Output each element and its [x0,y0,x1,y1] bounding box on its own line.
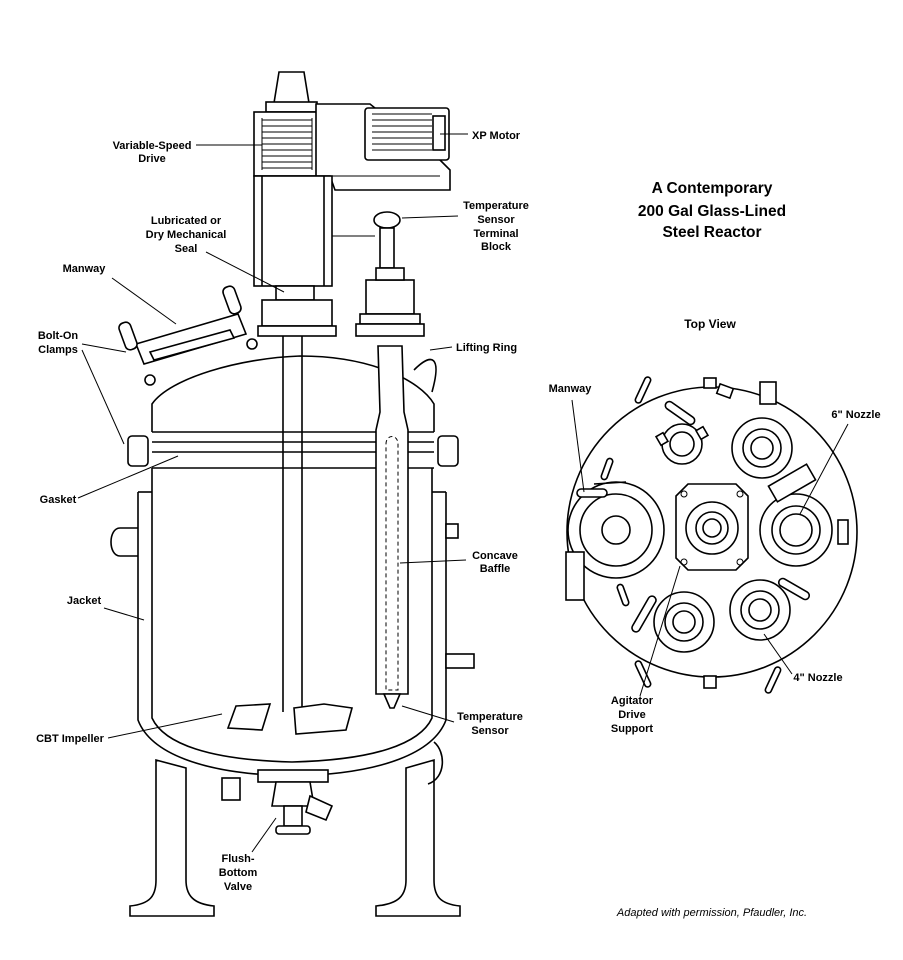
title-line-1: A Contemporary [652,180,773,197]
top-view-nozzle-upper-right [731,417,793,479]
xp-motor-fins [372,113,432,151]
top-view-slot-right [767,463,817,503]
label-baffle-1: Concave [472,550,518,562]
top-view-heading: Top View [684,317,736,331]
top-view-manway-center [601,515,631,545]
clamp-right [437,435,459,467]
side-view-labels: Variable-Speed Drive XP Motor Lubricated… [36,130,529,893]
valve-handwheel [275,825,311,835]
drive-fins [261,118,313,170]
mechanical-seal [275,285,315,301]
clamp-left [127,435,149,467]
label-seal-3: Seal [175,243,198,255]
label-variable-speed-drive-2: Drive [138,153,166,165]
top-view-lug-top [703,377,717,389]
bottom-nozzle-left [221,777,241,801]
label-manway-top: Manway [549,383,593,395]
label-baffle-2: Baffle [480,563,511,575]
label-xp-motor: XP Motor [472,130,521,142]
terminal-block-stem [379,227,395,269]
lantern-housing [253,175,333,287]
label-clamps-2: Clamps [38,344,78,356]
label-flush-bottom-valve-1: Flush- [222,853,255,865]
terminal-block-head [373,211,401,229]
top-view-lug-upper-right [759,381,777,405]
label-terminal-block-4: Block [481,241,512,253]
label-clamps-1: Bolt-On [38,330,79,342]
temperature-sensor-tip [382,693,402,709]
baffle-flange [355,323,425,337]
top-view-4in-nozzle-right [729,579,791,641]
label-flush-bottom-valve-3: Valve [224,881,252,893]
agitator-drive-support-plate [675,483,749,571]
label-6in-nozzle: 6" Nozzle [831,409,880,421]
label-terminal-block-1: Temperature [463,200,529,212]
drive-cap-base [265,101,318,113]
label-seal-2: Dry Mechanical [146,229,227,241]
terminal-block-box [365,279,415,315]
label-jacket: Jacket [67,595,102,607]
top-view-6in-nozzle [759,493,833,567]
diagram-title: A Contemporary 200 Gal Glass-Lined Steel… [638,180,786,241]
top-view-manway-ring [579,493,653,567]
top-view-manway-hinge [565,551,585,601]
jacket-nozzle-right [445,523,459,539]
leg-left [129,758,215,917]
label-variable-speed-drive-1: Variable-Speed [113,140,192,152]
top-view-4in-nozzle-left [653,591,715,653]
label-terminal-block-2: Sensor [477,214,515,226]
jacket-outlet-right [445,653,475,669]
valve-stem [283,805,303,827]
leg-right [375,758,461,917]
label-manway-side: Manway [63,263,107,275]
jacket-drain-pipe [427,741,444,785]
drive-cap [273,71,310,104]
bottom-flange [257,769,329,783]
title-line-3: Steel Reactor [662,224,761,241]
seal-flange-upper [261,299,333,327]
credit-line: Adapted with permission, Pfaudler, Inc. [616,907,807,919]
manway-assembly [118,285,258,386]
label-agitator-1: Agitator [611,695,654,707]
jacket-nozzle-left [110,527,138,557]
top-view-labels: Top View Manway 6" Nozzle 4" Nozzle Agit… [549,317,881,735]
vessel-inner [151,468,433,763]
concave-baffle [375,345,409,695]
label-temperature-sensor-1: Temperature [457,711,523,723]
label-gasket: Gasket [40,494,77,506]
label-seal-1: Lubricated or [151,215,222,227]
top-view-lug-bottom [703,675,717,689]
label-agitator-3: Support [611,723,653,735]
label-temperature-sensor-2: Sensor [471,725,509,737]
terminal-block-neck [375,267,405,281]
label-flush-bottom-valve-2: Bottom [219,867,258,879]
valve-outlet [305,794,334,822]
label-4in-nozzle: 4" Nozzle [793,672,842,684]
lifting-ring [413,358,437,393]
top-view-lug-right [837,519,849,545]
impeller-blade-right [293,703,354,735]
seal-flange-lower [257,325,337,337]
baffle-flange-top [359,313,421,325]
label-terminal-block-3: Terminal [473,228,518,240]
label-agitator-2: Drive [618,709,646,721]
label-lifting-ring: Lifting Ring [456,342,517,354]
impeller-blade-left [226,703,272,731]
side-view-drawing [110,71,475,917]
label-cbt-impeller: CBT Impeller [36,733,105,745]
title-line-2: 200 Gal Glass-Lined [638,203,786,220]
xp-motor-endcap [432,115,446,151]
top-view-drawing [565,376,858,694]
vessel-outer-wall [151,355,435,432]
